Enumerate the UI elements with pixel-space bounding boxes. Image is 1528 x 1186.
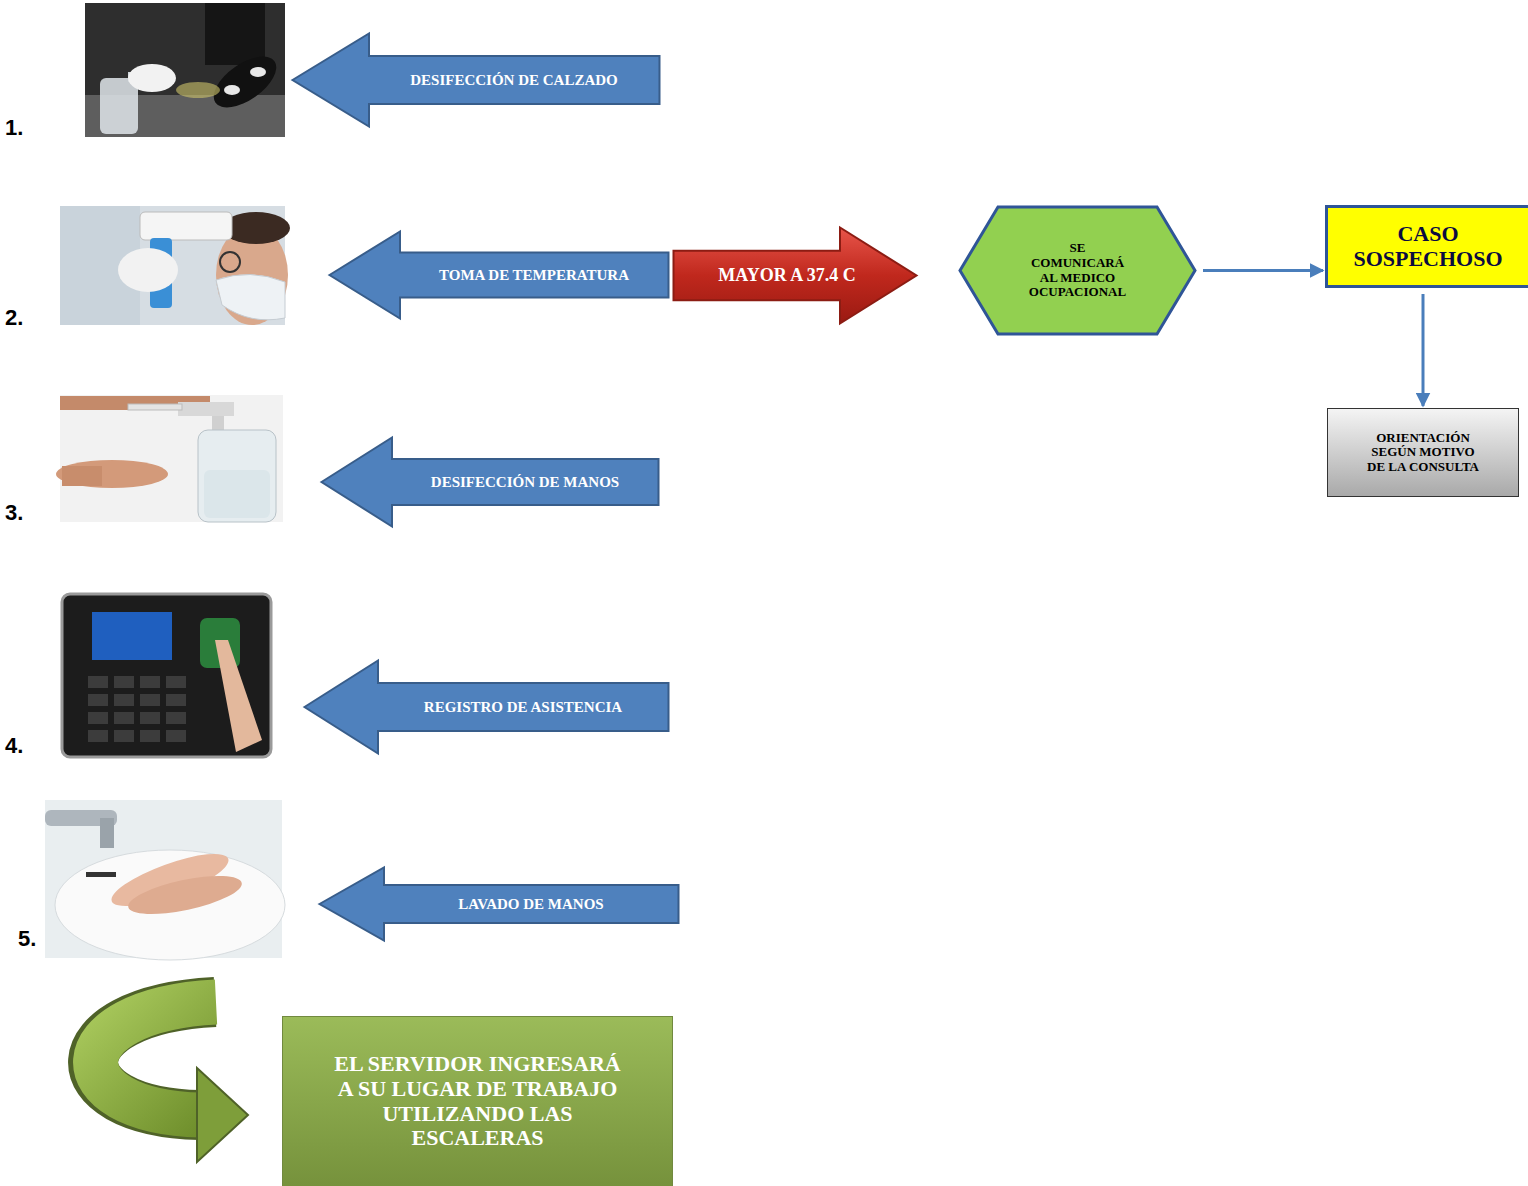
- process-arrow: DESIFECCIÓN DE CALZADO: [291, 32, 661, 128]
- curved-arrow: [93, 1002, 248, 1162]
- process-arrow-shape: [320, 868, 679, 941]
- result-box: EL SERVIDOR INGRESARÁ A SU LUGAR DE TRAB…: [282, 1016, 673, 1186]
- status-box: CASO SOSPECHOSO: [1325, 205, 1528, 288]
- node-text: SE COMUNICARÁ AL MEDICO OCUPACIONAL: [1023, 241, 1133, 299]
- sanitizer-photo: [56, 395, 283, 522]
- step-number: 2.: [5, 307, 23, 329]
- note-box: ORIENTACIÓN SEGÚN MOTIVO DE LA CONSULTA: [1327, 408, 1519, 497]
- node-text: DESIFECCIÓN DE MANOS: [431, 474, 619, 491]
- step-number: 1.: [5, 117, 23, 139]
- biometric-photo: [62, 594, 271, 757]
- node-text: MAYOR A 37.4 C: [718, 265, 855, 285]
- thermometer-photo: [60, 206, 290, 325]
- hexagon-box-shape: [960, 207, 1195, 334]
- node-text: TOMA DE TEMPERATURA: [439, 267, 629, 284]
- hexagon-box: SE COMUNICARÁ AL MEDICO OCUPACIONAL: [958, 205, 1197, 336]
- process-arrow: DESIFECCIÓN DE MANOS: [320, 436, 660, 528]
- node-text: REGISTRO DE ASISTENCIA: [424, 699, 622, 716]
- process-arrow: LAVADO DE MANOS: [318, 866, 680, 942]
- process-arrow-shape: [305, 661, 669, 754]
- process-arrow-shape: [330, 232, 669, 319]
- process-arrow-shape: [293, 34, 660, 127]
- shoe-photo: [85, 3, 285, 137]
- process-arrow-shape: [322, 438, 659, 527]
- node-text: EL SERVIDOR INGRESARÁ A SU LUGAR DE TRAB…: [328, 1052, 628, 1151]
- node-text: CASO SOSPECHOSO: [1338, 222, 1518, 271]
- flow-arrow: [1203, 269, 1323, 272]
- step-number: 5.: [18, 928, 36, 950]
- handwash-photo: [45, 800, 285, 960]
- process-arrow: TOMA DE TEMPERATURA: [328, 230, 670, 320]
- node-text: ORIENTACIÓN SEGÚN MOTIVO DE LA CONSULTA: [1363, 431, 1483, 475]
- condition-arrow: MAYOR A 37.4 C: [672, 226, 918, 325]
- node-text: LAVADO DE MANOS: [458, 896, 603, 913]
- node-text: DESIFECCIÓN DE CALZADO: [410, 72, 618, 89]
- flow-arrow: [1422, 294, 1425, 406]
- step-number: 4.: [5, 735, 23, 757]
- condition-arrow-shape: [674, 228, 917, 324]
- process-arrow: REGISTRO DE ASISTENCIA: [303, 659, 670, 755]
- step-number: 3.: [5, 502, 23, 524]
